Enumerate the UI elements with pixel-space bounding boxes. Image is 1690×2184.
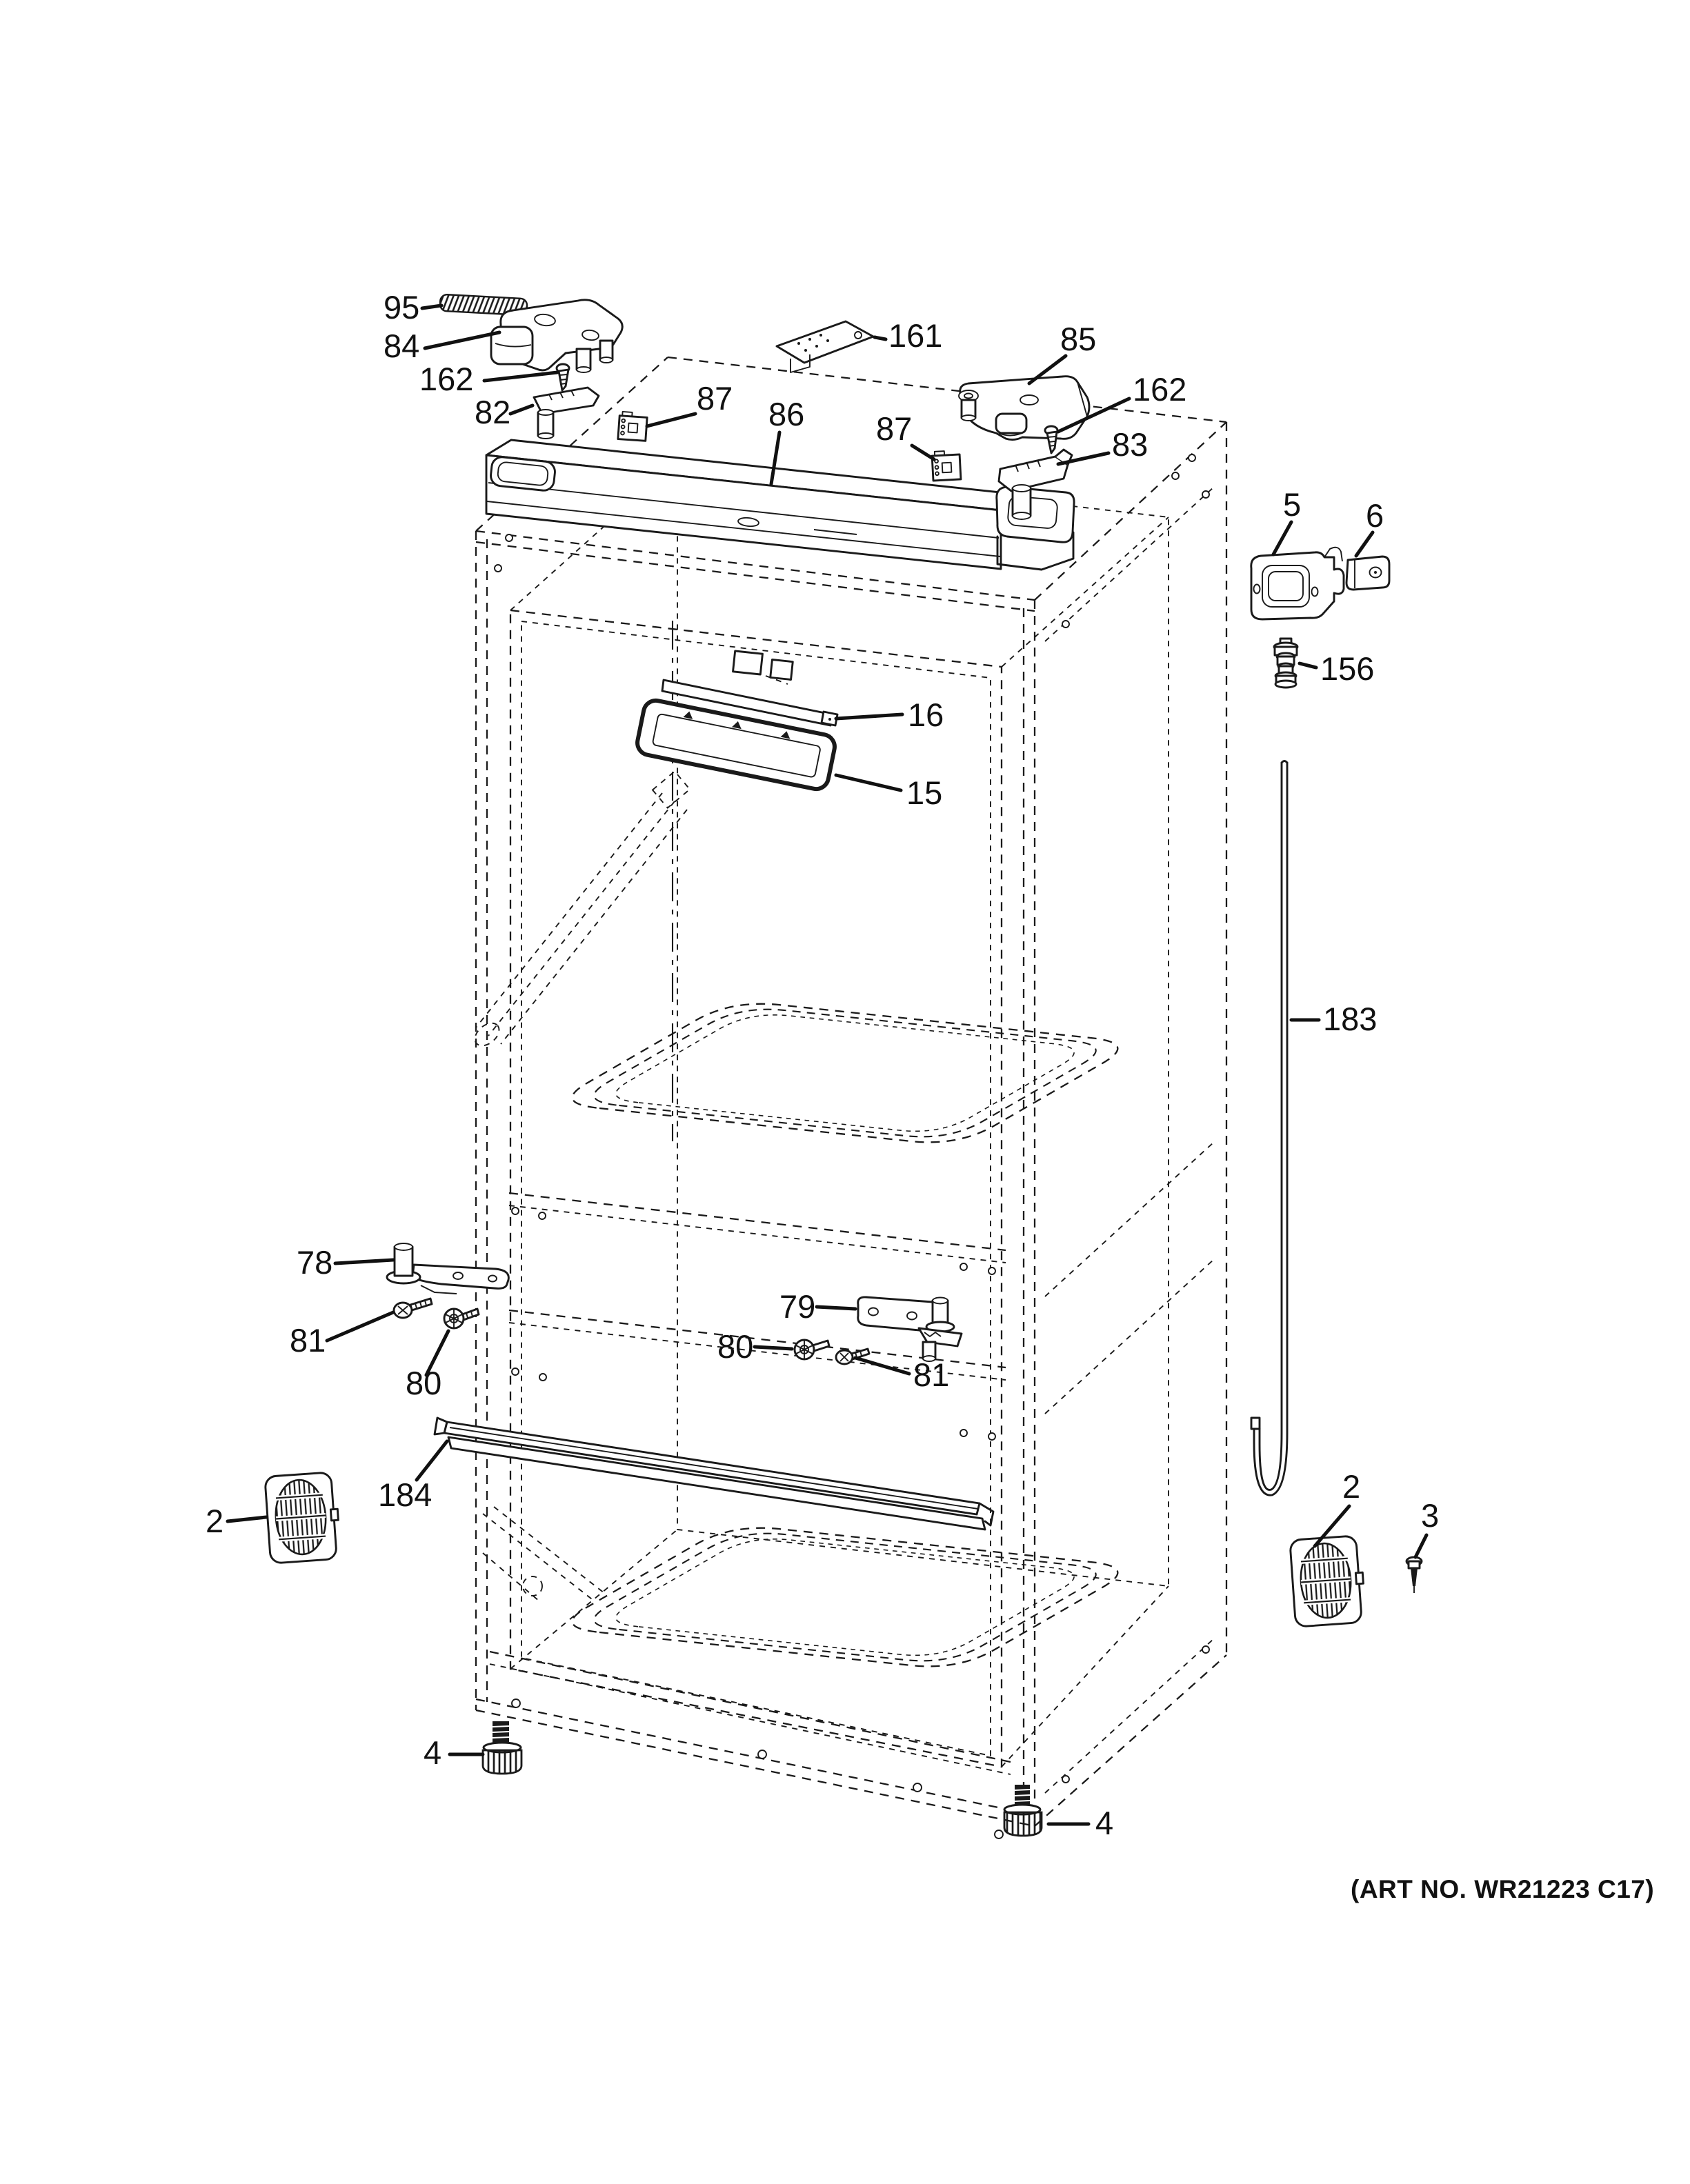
part-bracket-87-left [617, 410, 648, 442]
part-housing-15 [635, 698, 837, 792]
part-rail-184 [433, 1416, 995, 1531]
callout-5: 5 [1283, 486, 1301, 523]
part-screw-162-right [1044, 425, 1059, 454]
wire-clips [732, 650, 794, 685]
callout-95: 95 [384, 289, 419, 325]
part-clip-6 [1345, 555, 1391, 591]
part-spring-95 [439, 294, 528, 316]
part-hinge-pin-82 [533, 386, 600, 439]
art-number-note: (ART NO. WR21223 C17) [1351, 1875, 1654, 1903]
cabinet-outline [474, 356, 1228, 1839]
part-grille-2-left [264, 1472, 339, 1564]
callout-6: 6 [1366, 497, 1384, 534]
part-bracket-5 [1250, 546, 1345, 621]
callout-2-right: 2 [1342, 1468, 1360, 1505]
callout-4-right: 4 [1095, 1805, 1113, 1841]
callout-labels: 95 84 162 82 87 86 161 85 162 83 87 5 6 … [206, 289, 1439, 1841]
callout-156: 156 [1320, 650, 1374, 687]
callout-79: 79 [779, 1288, 815, 1325]
callout-3: 3 [1421, 1497, 1439, 1534]
part-center-hinge-78 [386, 1243, 510, 1294]
part-leg-4-right [1003, 1785, 1043, 1837]
callout-78: 78 [297, 1244, 332, 1281]
callout-81-left: 81 [290, 1322, 326, 1359]
callout-16: 16 [908, 697, 944, 733]
callout-85: 85 [1060, 321, 1096, 357]
part-screw-80-left [443, 1308, 480, 1330]
part-center-hinge-79 [857, 1296, 963, 1362]
callout-81-middle: 81 [913, 1356, 949, 1393]
callout-162-left: 162 [419, 361, 473, 397]
part-tube-183 [1250, 760, 1289, 1496]
part-board-161 [775, 320, 875, 373]
callout-4-left: 4 [424, 1734, 441, 1771]
part-screw-81-left [392, 1297, 433, 1319]
callout-183: 183 [1323, 1001, 1377, 1037]
part-grille-2-right [1289, 1535, 1364, 1627]
part-top-hinge-84 [490, 299, 624, 373]
part-fitting-156 [1273, 637, 1299, 689]
callout-2-left: 2 [206, 1503, 223, 1539]
callout-86: 86 [768, 396, 804, 432]
part-screw-162-left [555, 363, 570, 392]
part-bracket-87-right [931, 450, 962, 482]
callout-162-right: 162 [1133, 371, 1186, 408]
part-leg-4-left [481, 1721, 523, 1775]
callout-80-left: 80 [406, 1365, 441, 1401]
callout-161: 161 [888, 317, 942, 354]
callout-87-left: 87 [697, 380, 733, 417]
callout-leaders [226, 303, 1429, 1826]
part-trim-16 [661, 679, 839, 727]
part-screw-3 [1405, 1556, 1423, 1593]
callout-84: 84 [384, 328, 419, 364]
callout-82: 82 [475, 394, 510, 430]
part-top-rail-86 [485, 439, 1075, 571]
callout-87-right: 87 [876, 410, 912, 447]
callout-15: 15 [906, 774, 942, 811]
callout-80-middle: 80 [717, 1328, 753, 1365]
callout-184: 184 [378, 1476, 432, 1513]
part-hinge-cover-85 [958, 375, 1091, 441]
callout-83: 83 [1112, 426, 1148, 463]
part-screw-80-middle [793, 1339, 831, 1361]
